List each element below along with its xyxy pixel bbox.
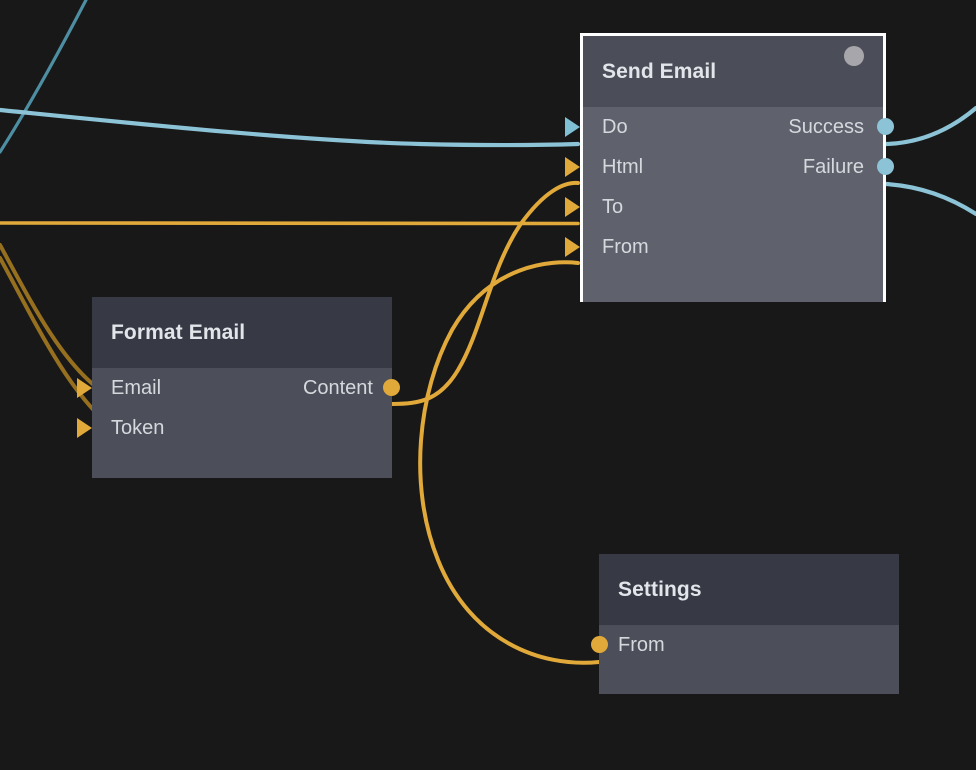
port-row-success[interactable]: Success [583, 107, 894, 147]
node-send-email[interactable]: Send Email Do Html To From Success [565, 33, 894, 302]
output-port-settings-from-icon[interactable] [591, 636, 608, 653]
node-format-email-title: Format Email [111, 320, 246, 344]
output-port-failure-icon[interactable] [877, 158, 894, 175]
input-port-do-label: Do [602, 116, 628, 138]
output-port-settings-from-label: From [618, 634, 665, 656]
port-row-from[interactable]: From [565, 227, 883, 267]
port-row-content[interactable]: Content [92, 368, 400, 408]
input-port-from-label: From [602, 236, 649, 258]
port-row-html[interactable]: Html [565, 147, 883, 187]
port-row-token[interactable]: Token [77, 408, 392, 448]
node-send-email-title: Send Email [602, 59, 717, 83]
input-port-html-icon[interactable] [565, 157, 580, 177]
node-format-email-body: Email Token Content [77, 368, 400, 478]
node-format-email-header[interactable]: Format Email [92, 297, 392, 368]
input-port-do-icon[interactable] [565, 117, 580, 137]
port-row-to[interactable]: To [565, 187, 883, 227]
input-port-from-icon[interactable] [565, 237, 580, 257]
input-port-html-label: Html [602, 156, 644, 178]
exec-wire-into-do [0, 107, 581, 148]
exec-wire-from-failure [883, 181, 976, 217]
output-port-success-label: Success [788, 116, 864, 138]
input-port-to-icon[interactable] [565, 197, 580, 217]
exec-wire-crossing [0, 0, 88, 154]
output-port-success-icon[interactable] [877, 118, 894, 135]
node-settings-title: Settings [618, 577, 702, 601]
input-port-email-icon[interactable] [77, 378, 92, 398]
input-port-token-icon[interactable] [77, 418, 92, 438]
data-wire-settings-to-from [418, 260, 601, 665]
output-port-content-icon[interactable] [383, 379, 400, 396]
port-row-failure[interactable]: Failure [583, 147, 894, 187]
output-port-failure-label: Failure [802, 156, 864, 178]
status-indicator-icon [844, 46, 864, 66]
node-send-email-body: Do Html To From Success Failure [565, 107, 894, 302]
node-settings-body: From [591, 625, 899, 694]
data-wire-into-to [0, 221, 580, 226]
exec-wire-from-success [883, 105, 976, 147]
output-port-content-label: Content [302, 377, 373, 399]
node-settings-header[interactable]: Settings [599, 554, 899, 625]
node-settings[interactable]: Settings From [591, 554, 899, 694]
port-row-settings-from[interactable]: From [591, 625, 899, 665]
node-send-email-header[interactable]: Send Email [583, 36, 883, 107]
data-wire-content-to-html [390, 180, 580, 406]
input-port-token-label: Token [111, 417, 165, 439]
input-port-to-label: To [602, 196, 624, 218]
node-format-email[interactable]: Format Email Email Token Content [77, 297, 400, 478]
